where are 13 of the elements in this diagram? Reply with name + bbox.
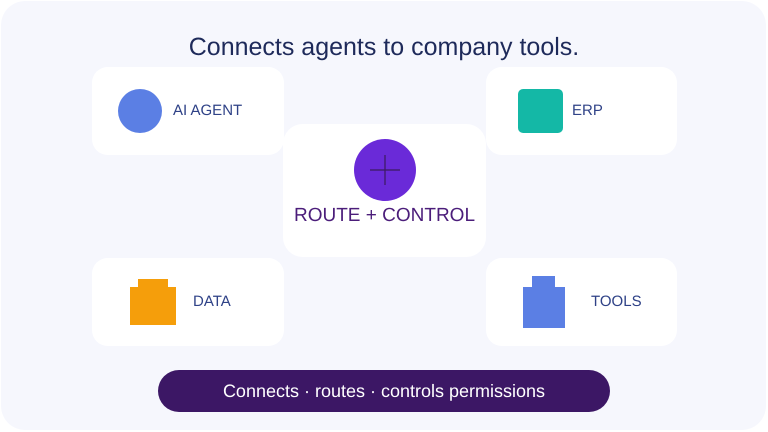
banner xyxy=(158,370,610,412)
card-label: AI AGENT xyxy=(173,102,242,120)
card-label: DATA xyxy=(193,293,231,311)
card xyxy=(486,258,677,346)
card xyxy=(283,124,486,257)
card-label: ERP xyxy=(572,102,603,120)
banner-text: Connects · routes · controls permissions xyxy=(222,381,546,401)
card xyxy=(92,258,284,346)
card xyxy=(486,67,677,155)
title: Connects agents to company tools. xyxy=(188,33,580,61)
card xyxy=(92,67,284,155)
card-label: TOOLS xyxy=(591,293,642,311)
card-label: ROUTE + CONTROL xyxy=(294,205,476,227)
